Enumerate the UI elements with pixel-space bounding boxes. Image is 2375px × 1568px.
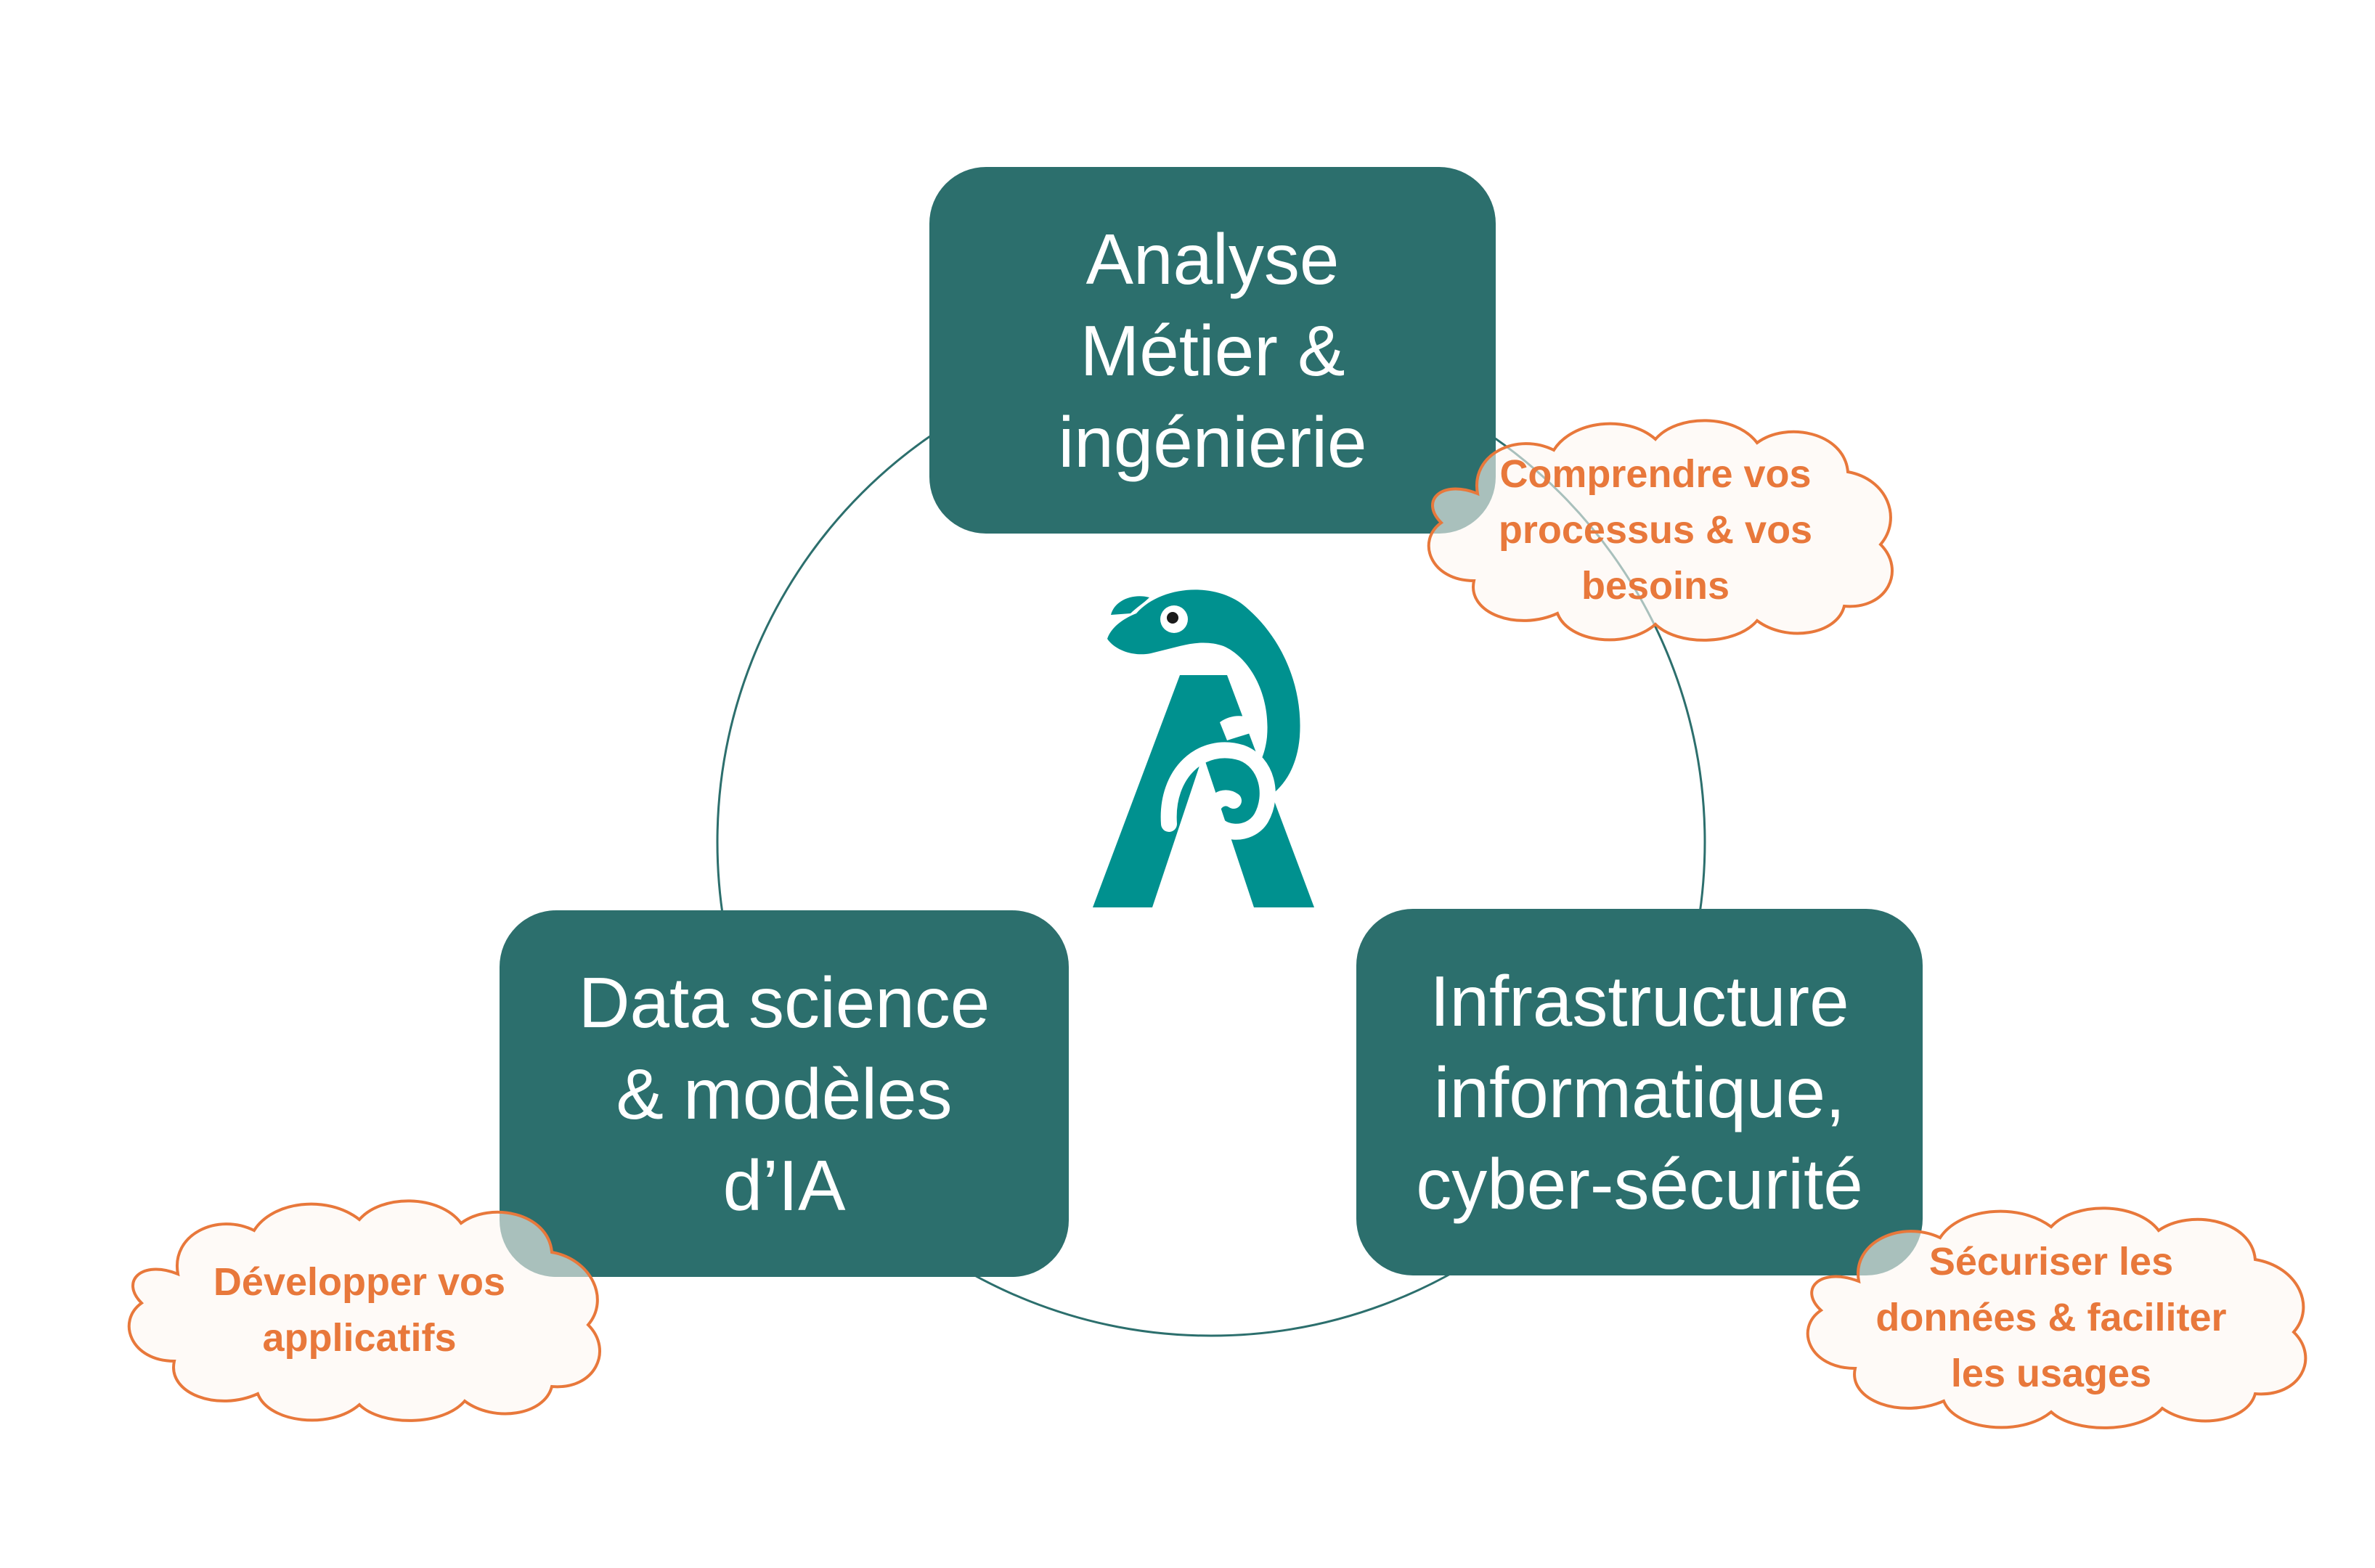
box-infrastructure-line-2: informatique, [1433, 1052, 1846, 1132]
box-business-analysis-line-3: ingénierie [1058, 401, 1367, 482]
thought-cloud-icon [127, 1199, 601, 1422]
box-business-analysis-line-1: Analyse [1085, 219, 1340, 299]
cloud-understand-processes-line-3: besoins [1581, 563, 1730, 608]
cloud-develop-applications: Développer vos applicatifs [109, 1191, 610, 1430]
cloud-develop-applications-line-1: Développer vos [213, 1260, 506, 1304]
cloud-develop-applications-line-2: applicatifs [262, 1316, 457, 1360]
cloud-understand-processes-line-2: processus & vos [1498, 507, 1813, 552]
thought-cloud-icon [1806, 1206, 2307, 1429]
box-data-science-line-3: d’IA [722, 1145, 846, 1225]
cloud-understand-processes-line-1: Comprendre vos [1499, 452, 1812, 496]
box-data-science-line-1: Data science [578, 962, 990, 1042]
box-data-science-line-2: & modèles [616, 1053, 953, 1134]
cloud-secure-data-line-3: les usages [1950, 1351, 2152, 1395]
box-infrastructure-line-3: cyber-sécurité [1416, 1143, 1863, 1224]
cloud-understand-processes: Comprendre vos processus & vos besoins [1409, 410, 1902, 650]
box-business-analysis: Analyse Métier & ingénierie [929, 167, 1496, 534]
cloud-secure-data-line-2: données & faciliter [1875, 1295, 2227, 1339]
cloud-secure-data-line-1: Sécuriser les [1928, 1239, 2174, 1283]
box-data-science: Data science & modèles d’IA [500, 910, 1069, 1277]
thought-cloud-icon [1427, 419, 1894, 642]
box-infrastructure-line-1: Infrastructure [1430, 960, 1849, 1041]
box-infrastructure: Infrastructure informatique, cyber-sécur… [1356, 909, 1923, 1275]
box-business-analysis-line-2: Métier & [1080, 310, 1345, 391]
chameleon-logo-icon [1093, 584, 1318, 911]
cloud-secure-data: Sécuriser les données & faciliter les us… [1786, 1198, 2316, 1437]
